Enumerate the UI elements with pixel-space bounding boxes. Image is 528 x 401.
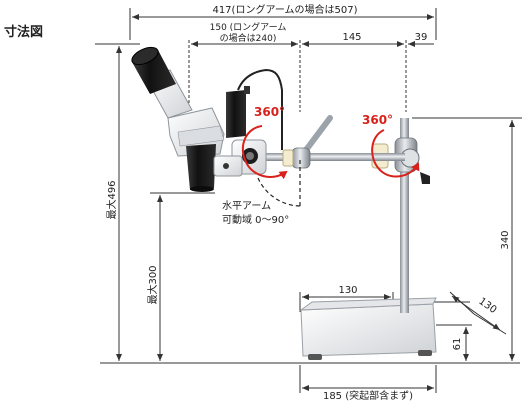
- base-height-label: 61: [452, 338, 463, 351]
- base-plate: [299, 297, 437, 360]
- base-width-top-label: 130: [338, 285, 357, 296]
- arm-range-arc: [257, 160, 301, 207]
- vertical-pole: [400, 118, 409, 313]
- mid-span-label: 145: [342, 32, 361, 43]
- objective-lens: [186, 144, 216, 192]
- horizontal-arm: [245, 153, 405, 161]
- arm-range-label-line2: 可動域 0〜90°: [222, 213, 289, 226]
- hinge-joint: [213, 155, 243, 177]
- rotation-right-label: 360°: [362, 113, 393, 127]
- arm-length-label-line1: 150 (ロングアーム: [210, 21, 287, 33]
- max-height-label: 最大496: [105, 180, 118, 219]
- rotation-arrows: [241, 125, 420, 180]
- microscope-head: [167, 107, 225, 157]
- section-title: 寸法図: [4, 25, 44, 40]
- arm-range-label-line1: 水平アーム: [222, 200, 271, 212]
- pole-height-label: 340: [500, 230, 511, 249]
- base-depth-label: 130: [476, 296, 498, 316]
- arm-length-label-line2: の場合は240): [220, 32, 277, 44]
- eyepiece: [131, 46, 193, 119]
- dimension-lines: [95, 8, 522, 393]
- illuminator-lamp: [226, 68, 283, 150]
- microscope-illustration: [131, 46, 437, 360]
- overall-width-label: 417(ロングアームの場合は507): [212, 3, 357, 16]
- max-lower-height-label: 最大300: [146, 265, 159, 304]
- base-width-bottom-label: 185 (突起部含まず): [323, 389, 413, 401]
- rotation-left-label: 360°: [254, 105, 285, 119]
- arm-pivot: [282, 115, 333, 169]
- right-span-label: 39: [415, 32, 428, 43]
